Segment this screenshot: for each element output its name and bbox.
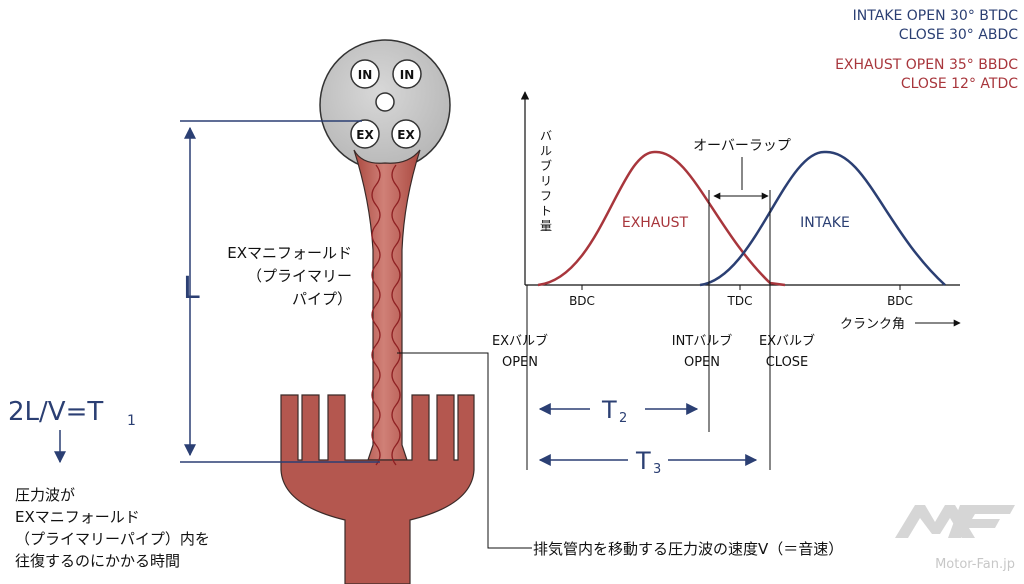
t3-span: T 3 (538, 447, 758, 477)
intake-valve-2: IN (392, 59, 422, 89)
t3-sub: 3 (653, 462, 661, 477)
exhaust-valve-2-label: EX (397, 128, 415, 142)
exhaust-manifold (280, 149, 475, 584)
tick-label-tdc: TDC (727, 294, 753, 308)
manifold-label-line1: EXマニフォールド (227, 244, 352, 262)
formula-sub: 1 (127, 413, 136, 429)
description: 圧力波が EXマニフォールド （プライマリーパイプ）内を 往復するのにかかる時間 (15, 486, 210, 570)
pressure-wave (371, 164, 381, 466)
collector (280, 394, 475, 584)
t2-label: T (601, 396, 617, 424)
intake-valve-1-label: IN (358, 68, 373, 82)
int-open-label-2: OPEN (684, 355, 720, 370)
desc-line1: 圧力波が (15, 486, 75, 504)
watermark-logo (895, 505, 975, 538)
manifold-label: EXマニフォールド （プライマリー パイプ） (227, 244, 352, 308)
valve-lift-chart: バルブリフト量 クランク角 BDC TDC BDC EXHAUST INTAKE… (492, 91, 961, 477)
intake-valve-2-label: IN (400, 68, 415, 82)
valve-timing-spec: INTAKE OPEN 30° BTDC CLOSE 30° ABDC EXHA… (835, 8, 1018, 92)
cylinder-head: IN IN EX EX (319, 39, 451, 171)
exhaust-curve (537, 150, 786, 287)
length-dimension: L (180, 120, 380, 463)
overlap-label: オーバーラップ (693, 138, 791, 154)
velocity-caption: 排気管内を移動する圧力波の速度V（＝音速） (533, 540, 843, 558)
exhaust-open-text: EXHAUST OPEN 35° BBDC (835, 57, 1018, 73)
exhaust-valve-1-label: EX (356, 128, 374, 142)
watermark: Motor-Fan.jp (895, 505, 1015, 572)
intake-valve-1: IN (350, 59, 380, 89)
formula-main: 2L/V=T (8, 397, 103, 427)
t2-span: T 2 (538, 396, 699, 426)
ex-close-label-2: CLOSE (766, 355, 809, 370)
velocity-leader-line (397, 352, 532, 549)
exhaust-close-text: CLOSE 12° ATDC (901, 76, 1018, 92)
manifold-label-line2: （プライマリー (247, 267, 352, 285)
desc-line4: 往復するのにかかる時間 (15, 552, 180, 570)
tick-label-bdc-1: BDC (569, 294, 595, 308)
exhaust-valve-1: EX (350, 119, 380, 149)
int-open-label-1: INTバルブ (672, 333, 733, 349)
t2-sub: 2 (619, 411, 627, 426)
watermark-logo-f (948, 505, 1015, 538)
intake-open-text: INTAKE OPEN 30° BTDC (853, 8, 1019, 24)
spark-plug-hole (375, 92, 395, 112)
tick-label-bdc-2: BDC (887, 294, 913, 308)
intake-curve-label: INTAKE (800, 215, 850, 231)
ex-open-label-2: OPEN (502, 355, 538, 370)
exhaust-curve-label: EXHAUST (622, 215, 689, 231)
desc-line3: （プライマリーパイプ）内を (15, 530, 210, 548)
ex-close-label-1: EXバルブ (759, 333, 815, 349)
pressure-wave-2 (391, 164, 401, 466)
primary-pipe (353, 149, 421, 461)
watermark-text: Motor-Fan.jp (935, 557, 1015, 572)
exhaust-valve-2: EX (391, 119, 421, 149)
ex-close-marker: EXバルブ CLOSE (759, 333, 815, 370)
velocity-callout: 排気管内を移動する圧力波の速度V（＝音速） (397, 352, 843, 558)
ex-open-label-1: EXバルブ (492, 333, 548, 349)
x-axis-label: クランク角 (840, 317, 905, 332)
desc-line2: EXマニフォールド (15, 508, 140, 526)
int-open-marker: INTバルブ OPEN (672, 333, 733, 370)
y-axis-label: バルブリフト量 (540, 129, 552, 233)
t3-label: T (635, 447, 651, 475)
intake-curve (699, 150, 946, 287)
ex-open-marker: EXバルブ OPEN (492, 333, 548, 370)
intake-close-text: CLOSE 30° ABDC (899, 27, 1019, 43)
manifold-label-line3: パイプ） (292, 290, 352, 308)
length-label: L (183, 271, 200, 306)
formula: 2L/V=T 1 (8, 397, 136, 464)
